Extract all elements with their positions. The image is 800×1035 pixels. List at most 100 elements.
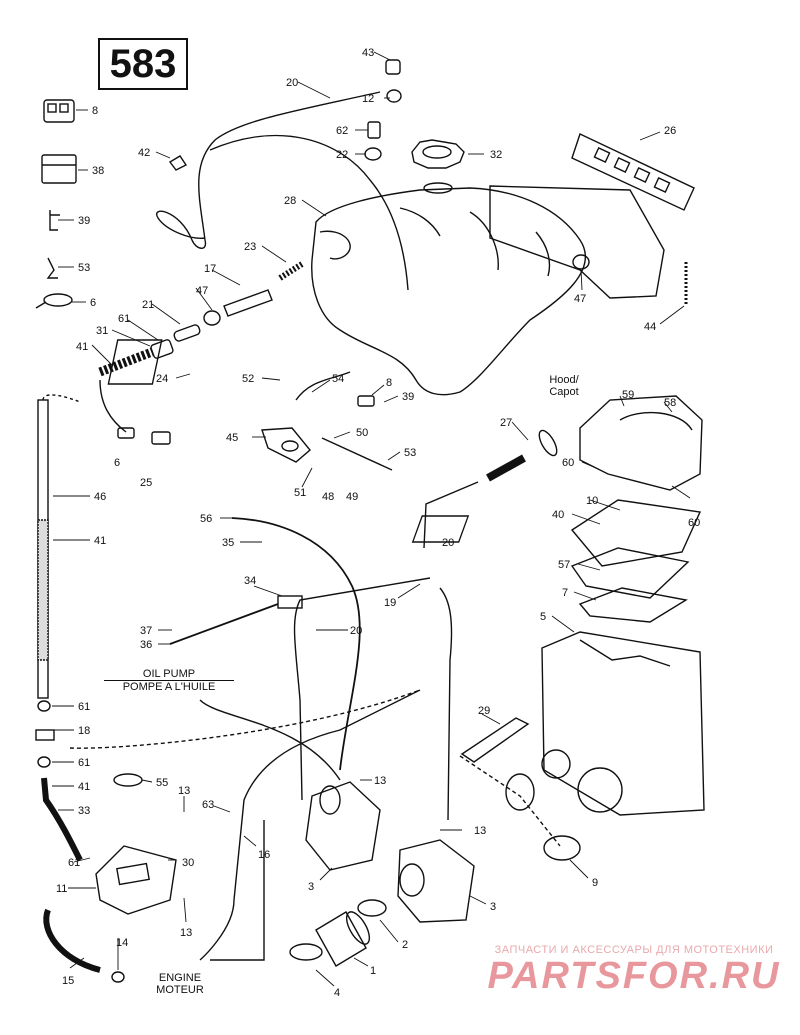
hose-20-c <box>439 587 453 821</box>
callout: 51 <box>294 487 306 499</box>
callout: 59 <box>622 389 634 401</box>
intake-rubber-1 <box>315 911 371 967</box>
hose-33 <box>41 777 83 862</box>
hood-line2: Capot <box>549 386 579 398</box>
callout: 42 <box>138 147 150 159</box>
callout: 60 <box>562 457 574 469</box>
callout: 48 <box>322 491 334 503</box>
fuel-pump-11 <box>95 845 177 915</box>
carburetor-3-right <box>397 839 475 923</box>
connector-8-center <box>357 395 375 407</box>
callout: 2 <box>402 939 408 951</box>
engine-line1: ENGINE <box>158 972 202 984</box>
oil-pump-note: OIL PUMP POMPE A L'HUILE <box>104 668 234 693</box>
adaptor-9 <box>543 835 581 861</box>
silencer-cover-58 <box>579 395 703 491</box>
callout: 43 <box>362 47 374 59</box>
callout: 44 <box>644 321 656 333</box>
callout: 53 <box>78 262 90 274</box>
callout: 61 <box>68 857 80 869</box>
callout: 25 <box>140 477 152 489</box>
hood-note: Hood/ Capot <box>534 374 594 398</box>
callout: 60 <box>688 517 700 529</box>
fuel-hose-46-41 <box>37 399 49 699</box>
callout: 4 <box>334 987 340 999</box>
hose-20-b <box>293 577 431 801</box>
callout: 10 <box>586 495 598 507</box>
callout: 46 <box>94 491 106 503</box>
callout: 61 <box>118 313 130 325</box>
air-silencer-5 <box>541 631 705 816</box>
oil-line2: POMPE A L'HUILE <box>122 681 216 693</box>
watermark-logo: PARTSFOR.RU <box>487 955 781 997</box>
callout: 21 <box>142 299 154 311</box>
tee-25 <box>99 379 171 445</box>
callout: 20 <box>442 537 454 549</box>
callout: 57 <box>558 559 570 571</box>
callout: 3 <box>490 901 496 913</box>
engine-note: ENGINE MOTEUR <box>140 972 220 996</box>
relay-connector-8 <box>43 99 75 123</box>
callout: 40 <box>552 509 564 521</box>
callout: 13 <box>180 927 192 939</box>
callout: 47 <box>574 293 586 305</box>
callout: 7 <box>562 587 568 599</box>
fuel-cap-32 <box>411 139 465 169</box>
clamp-61-b <box>37 756 51 768</box>
watermark-text: ЗАПЧАСТИ И АКСЕССУАРЫ ДЛЯ МОТОТЕХНИКИ <box>494 944 774 956</box>
callout: 18 <box>78 725 90 737</box>
callout: 26 <box>664 125 676 137</box>
callout: 41 <box>78 781 90 793</box>
callout: 20 <box>286 77 298 89</box>
callout: 29 <box>478 705 490 717</box>
carburetor-3-left <box>305 781 381 871</box>
callout: 39 <box>78 215 90 227</box>
callout: 22 <box>336 149 348 161</box>
callout: 62 <box>336 125 348 137</box>
hose-loop <box>199 699 341 781</box>
callout: 38 <box>92 165 104 177</box>
callout: 9 <box>592 877 598 889</box>
page-number-box: 583 <box>98 38 188 90</box>
callout: 55 <box>156 777 168 789</box>
vent-hose-20-top <box>155 91 381 249</box>
callout: 15 <box>62 975 74 987</box>
clamp-4 <box>289 943 323 961</box>
leader-lines <box>52 51 691 987</box>
tank-support-plate <box>489 185 665 299</box>
valve-43 <box>385 59 401 75</box>
connector-38 <box>41 154 77 184</box>
clamp-55 <box>113 773 143 787</box>
callout: 11 <box>56 883 67 895</box>
terminal-53 <box>46 257 58 279</box>
callout-labels: 8 38 39 53 6 31 41 61 21 47 17 23 24 42 … <box>56 47 700 999</box>
callout: 41 <box>94 535 106 547</box>
callout: 16 <box>258 849 270 861</box>
hose-20-a <box>423 481 479 549</box>
cable-34 <box>169 603 279 645</box>
cable-54 <box>295 371 351 401</box>
cable-50 <box>321 437 393 471</box>
callout: 35 <box>222 537 234 549</box>
clamp-2 <box>357 899 387 917</box>
callout: 6 <box>114 457 120 469</box>
callout: 20 <box>350 625 362 637</box>
callout: 3 <box>308 881 314 893</box>
clip-42 <box>168 155 188 171</box>
filter-40 <box>570 499 702 567</box>
throttle-27 <box>486 429 558 482</box>
hose-lower <box>210 820 265 961</box>
callout: 63 <box>202 799 214 811</box>
callout: 56 <box>200 513 212 525</box>
grommet-22 <box>364 147 382 161</box>
callout: 24 <box>156 373 168 385</box>
callout: 54 <box>332 373 344 385</box>
washer-12 <box>386 89 402 103</box>
clamp-14 <box>111 971 125 983</box>
callout: 17 <box>204 263 216 275</box>
callout: 33 <box>78 805 90 817</box>
callout: 61 <box>78 701 90 713</box>
callout: 13 <box>474 825 486 837</box>
filter-10 <box>411 515 470 543</box>
